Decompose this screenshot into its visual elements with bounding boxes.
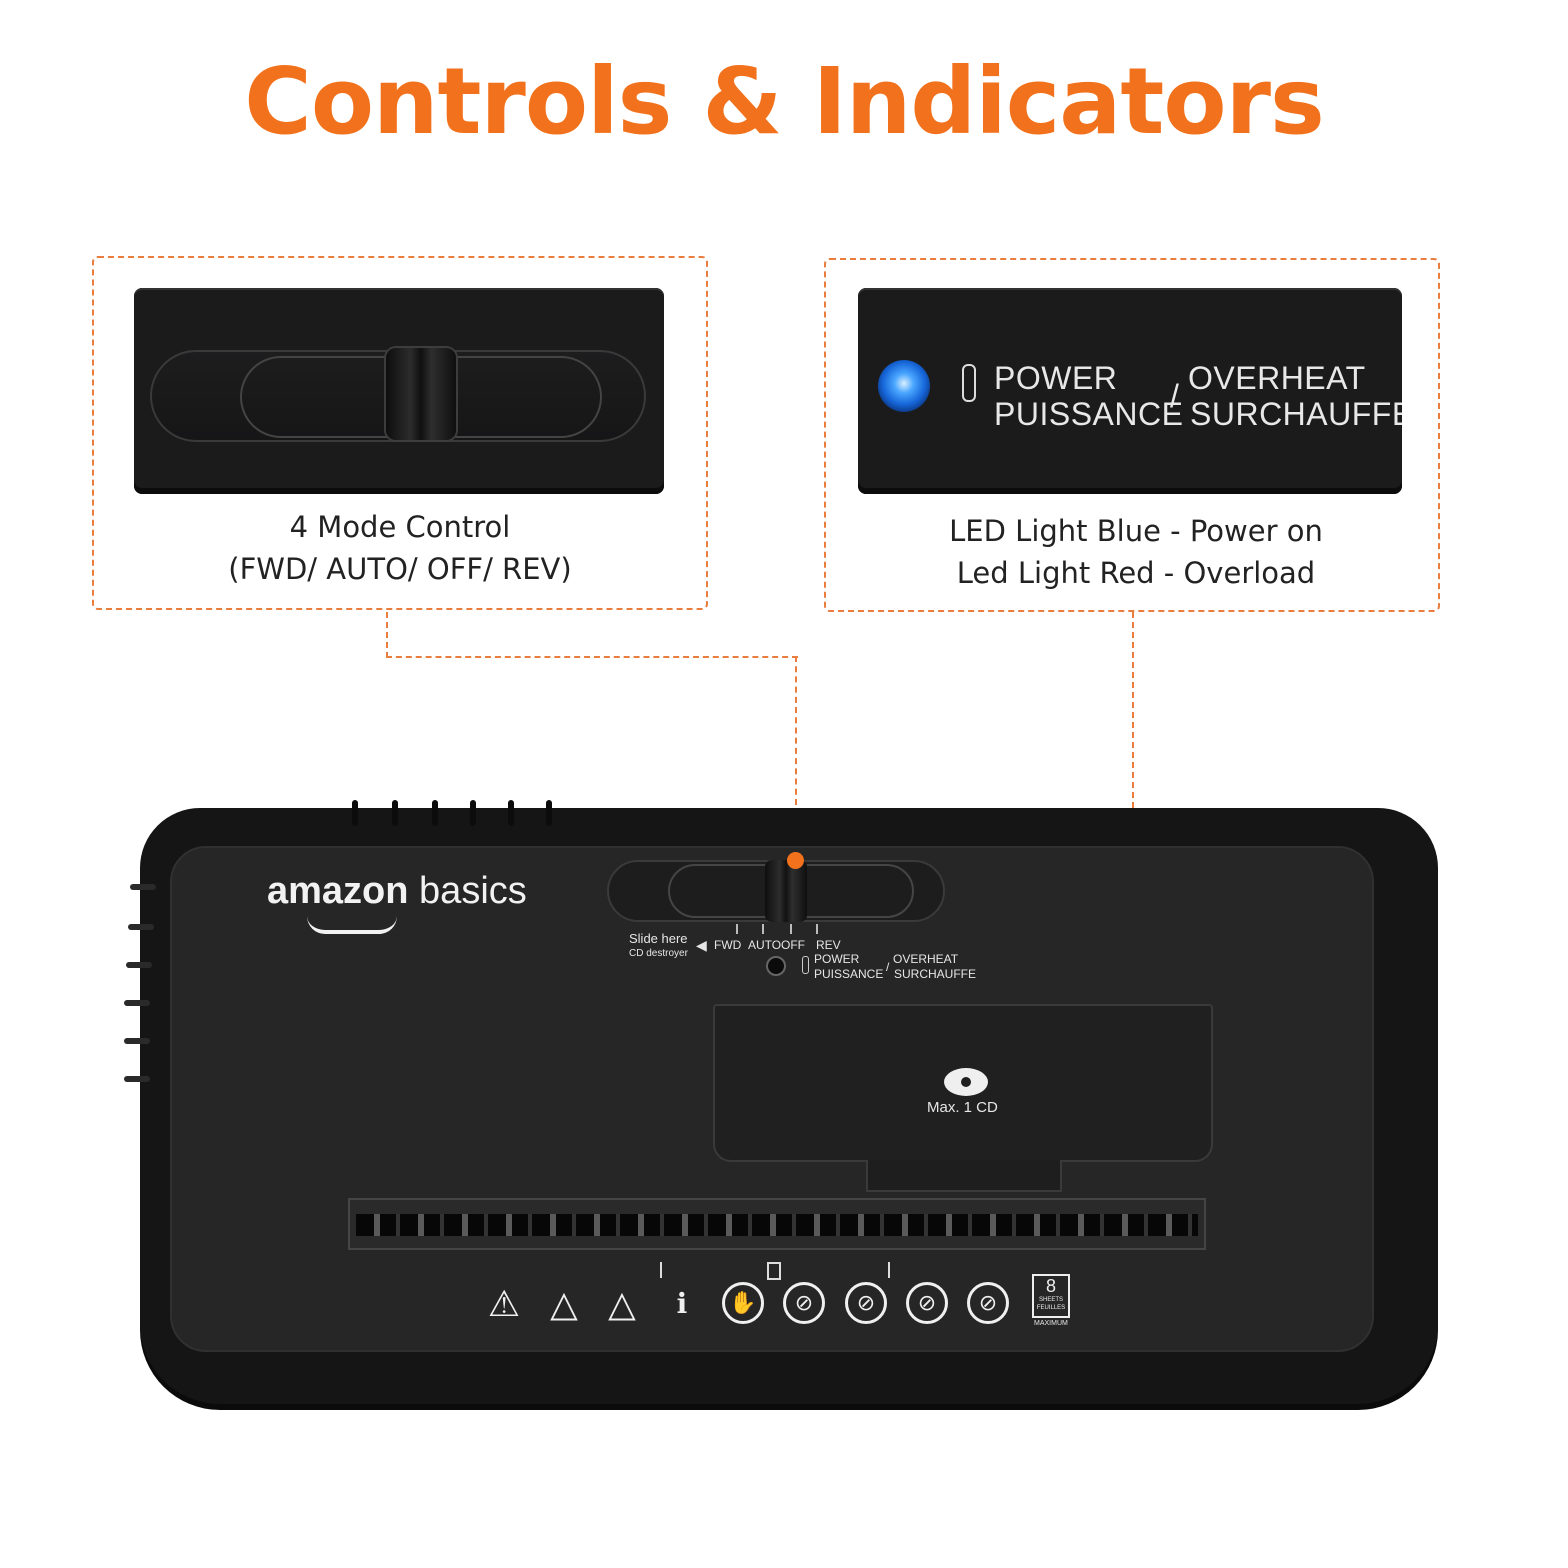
position-marker (736, 924, 738, 934)
mode-slider-closeup (134, 288, 664, 494)
device-thermometer-icon (802, 956, 809, 974)
device-puissance-label: PUISSANCE (814, 967, 884, 981)
label-separator: / (1170, 378, 1180, 414)
side-vent (124, 1000, 150, 1006)
warning-icon: ⚠ (487, 1283, 521, 1324)
device-led-icon (766, 956, 786, 976)
position-marker (762, 924, 764, 934)
device-mode-switch[interactable] (765, 860, 807, 922)
sheet-capacity-badge: 8 SHEETS FEUILLES (1032, 1274, 1070, 1318)
slot-marker (888, 1262, 890, 1278)
arrow-left-icon: ◀ (696, 937, 707, 953)
paper-slot-opening (356, 1214, 1198, 1236)
led-indicator-callout (824, 258, 1440, 612)
caption-line: Led Light Red - Overload (956, 556, 1316, 590)
vent (392, 800, 398, 826)
gears-warning-icon: △ (608, 1283, 636, 1324)
cd-icon (944, 1068, 988, 1096)
page-title: Controls & Indicators (244, 48, 1324, 155)
device-power-label: POWER (814, 952, 860, 966)
brand-bold: amazon (267, 870, 409, 912)
side-vent (124, 1038, 150, 1044)
side-vent (128, 924, 154, 930)
manual-info-icon: ℹ (676, 1288, 688, 1319)
slot-center-marker (767, 1262, 781, 1280)
side-vent (124, 1076, 150, 1082)
caption-line: 4 Mode Control (289, 510, 511, 544)
no-tie-icon: ⊘ (783, 1282, 825, 1324)
highlight-dot (787, 852, 804, 869)
device-label-separator: / (886, 960, 890, 974)
side-vent (126, 962, 152, 968)
no-pets-icon: ⊘ (906, 1282, 948, 1324)
slot-marker (660, 1262, 662, 1278)
slide-here-label: Slide here (629, 931, 688, 946)
vent (470, 800, 476, 826)
device-surchauffe-label: SURCHAUFFE (894, 967, 977, 981)
no-hand-icon: ✋ (722, 1282, 764, 1324)
vent (546, 800, 552, 826)
side-vent (130, 884, 156, 890)
sheet-capacity-number: 8 (1045, 1276, 1056, 1296)
power-label: POWER (994, 360, 1118, 396)
off-label: OFF (781, 938, 805, 952)
caption-line: LED Light Blue - Power on (949, 514, 1323, 548)
mode-control-callout (92, 256, 708, 610)
auto-label: AUTO (748, 938, 782, 952)
no-spray-icon: ⊘ (967, 1282, 1009, 1324)
vent (352, 800, 358, 826)
surchauffe-label: SURCHAUFFE (1190, 396, 1402, 432)
overheat-label: OVERHEAT (1188, 360, 1366, 396)
cd-destroyer-label: CD destroyer (629, 948, 688, 959)
hair-warning-icon: △ (550, 1283, 578, 1324)
connector-right (1132, 612, 1134, 958)
cd-slot-tab (866, 1160, 1062, 1192)
no-children-icon: ⊘ (845, 1282, 887, 1324)
sheet-capacity-max: MAXIMUM (1034, 1320, 1068, 1327)
fwd-label: FWD (714, 938, 742, 952)
vent (508, 800, 514, 826)
position-marker (816, 924, 818, 934)
mode-slider-knob[interactable] (386, 348, 456, 440)
puissance-label: PUISSANCE (994, 396, 1184, 432)
brand-light: basics (419, 870, 527, 912)
caption-line: (FWD/ AUTO/ OFF/ REV) (228, 552, 572, 586)
power-led-icon (878, 360, 930, 412)
led-panel-closeup: POWER PUISSANCE / OVERHEAT SURCHAUFFE (858, 288, 1402, 494)
sheet-capacity-label: SHEETS FEUILLES (1036, 1297, 1066, 1311)
smile-arrow-icon (307, 916, 397, 934)
connector-left (386, 612, 798, 658)
device-overheat-label: OVERHEAT (893, 952, 959, 966)
led-indicator-caption: LED Light Blue - Power on Led Light Red … (850, 510, 1422, 594)
cd-limit-label: Max. 1 CD (927, 1099, 998, 1116)
mode-control-caption: 4 Mode Control (FWD/ AUTO/ OFF/ REV) (120, 506, 680, 590)
position-marker (790, 924, 792, 934)
connector-left-drop (795, 656, 797, 856)
thermometer-icon (962, 364, 976, 402)
vent (432, 800, 438, 826)
brand-logo: amazon basics (267, 870, 527, 934)
rev-label: REV (816, 938, 841, 952)
